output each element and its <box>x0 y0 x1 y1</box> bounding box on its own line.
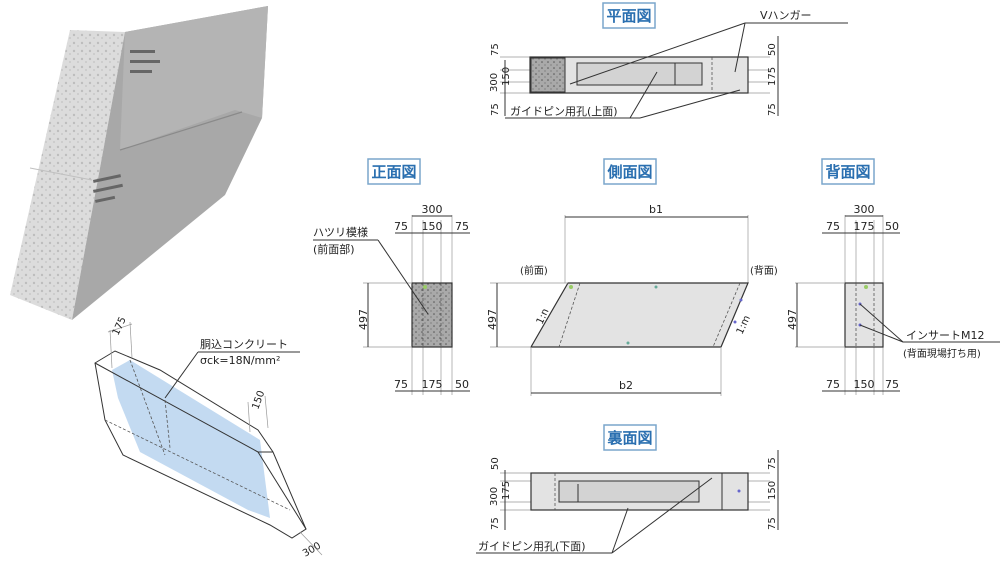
plan-v-hanger-label: Vハンガー <box>760 9 812 22</box>
plan-title: 平面図 <box>606 7 651 25</box>
front-dim-175: 175 <box>422 378 443 391</box>
side-title: 側面図 <box>606 163 652 181</box>
hatsuri-sub-label: (前面部) <box>313 242 355 256</box>
front-title-box <box>367 158 421 185</box>
back-dim-150: 150 <box>854 378 875 391</box>
bottom-dim-75b: 75 <box>767 517 778 530</box>
bottom-title: 裏面図 <box>606 429 652 447</box>
iso-dim-300: 300 <box>301 541 323 560</box>
front-view: 正面図 300 75 150 75 497 75 175 50 ハツリ模様 (前… <box>313 158 470 395</box>
back-dim-175: 175 <box>854 220 875 233</box>
side-dim-497: 497 <box>486 309 499 330</box>
back-dim-75: 75 <box>826 220 840 233</box>
insert-sub-label: (背面現場打ち用) <box>903 347 981 360</box>
back-title-box <box>821 158 875 185</box>
bottom-dim-50: 50 <box>490 457 501 470</box>
plan-title-box <box>602 2 656 29</box>
plan-dim-300: 300 <box>489 73 500 92</box>
iso-dim-150: 150 <box>250 389 267 411</box>
plan-view: 平面図 300 75 150 75 50 175 75 Vハンガー ガイドピン用… <box>489 2 848 119</box>
plan-guide-pin-label: ガイドピン用孔(上面) <box>510 105 618 118</box>
isometric-view: 175 150 300 胴込コンクリート σck=18N/mm² <box>94 315 323 560</box>
bottom-view: 裏面図 300 50 175 75 75 150 75 ガイドピン用孔(下面) <box>476 424 779 554</box>
back-dim-50: 50 <box>885 220 899 233</box>
bottom-dim-175: 175 <box>501 481 512 500</box>
side-b1: b1 <box>649 203 663 216</box>
side-slope-right: 1:m <box>735 314 753 336</box>
back-dim-75a: 75 <box>826 378 840 391</box>
plan-dim-175: 175 <box>767 67 778 86</box>
side-title-box <box>603 158 657 185</box>
plan-dim-75a: 75 <box>490 43 501 56</box>
plan-dim-75b: 75 <box>490 103 501 116</box>
plan-dim-150: 150 <box>501 67 512 86</box>
front-dim-497: 497 <box>357 309 370 330</box>
bottom-dim-150: 150 <box>767 481 778 500</box>
back-view: 背面図 300 75 175 50 インサートM12 (背面現場打ち用) 497… <box>786 158 1000 395</box>
insert-label: インサートM12 <box>906 329 985 342</box>
iso-fill-label: 胴込コンクリート <box>200 338 288 351</box>
back-dim-75b: 75 <box>885 378 899 391</box>
bottom-dim-75a: 75 <box>767 457 778 470</box>
hatsuri-label: ハツリ模様 <box>313 225 368 239</box>
bottom-dim-75: 75 <box>490 517 501 530</box>
side-b2: b2 <box>619 379 633 392</box>
front-dim-150: 150 <box>422 220 443 233</box>
back-dim-497: 497 <box>786 309 799 330</box>
front-title: 正面図 <box>371 163 416 181</box>
bottom-title-box <box>603 424 657 451</box>
front-dim-75a: 75 <box>394 220 408 233</box>
bottom-guide-pin-label: ガイドピン用孔(下面) <box>478 540 586 553</box>
back-title: 背面図 <box>825 163 870 181</box>
plan-dim-50: 50 <box>767 43 778 56</box>
block-photo <box>10 6 268 320</box>
front-dim-50: 50 <box>455 378 469 391</box>
side-view: 側面図 b1 (前面) (背面) 1:n 1:m 497 b2 <box>486 158 778 396</box>
iso-strength: σck=18N/mm² <box>200 354 280 367</box>
back-dim-300: 300 <box>854 203 875 216</box>
side-front-label: (前面) <box>520 264 548 277</box>
front-dim-300: 300 <box>422 203 443 216</box>
bottom-dim-300: 300 <box>489 487 500 506</box>
front-dim-75b: 75 <box>455 220 469 233</box>
front-dim-75: 75 <box>394 378 408 391</box>
side-back-label: (背面) <box>750 264 778 277</box>
plan-dim-75: 75 <box>767 103 778 116</box>
